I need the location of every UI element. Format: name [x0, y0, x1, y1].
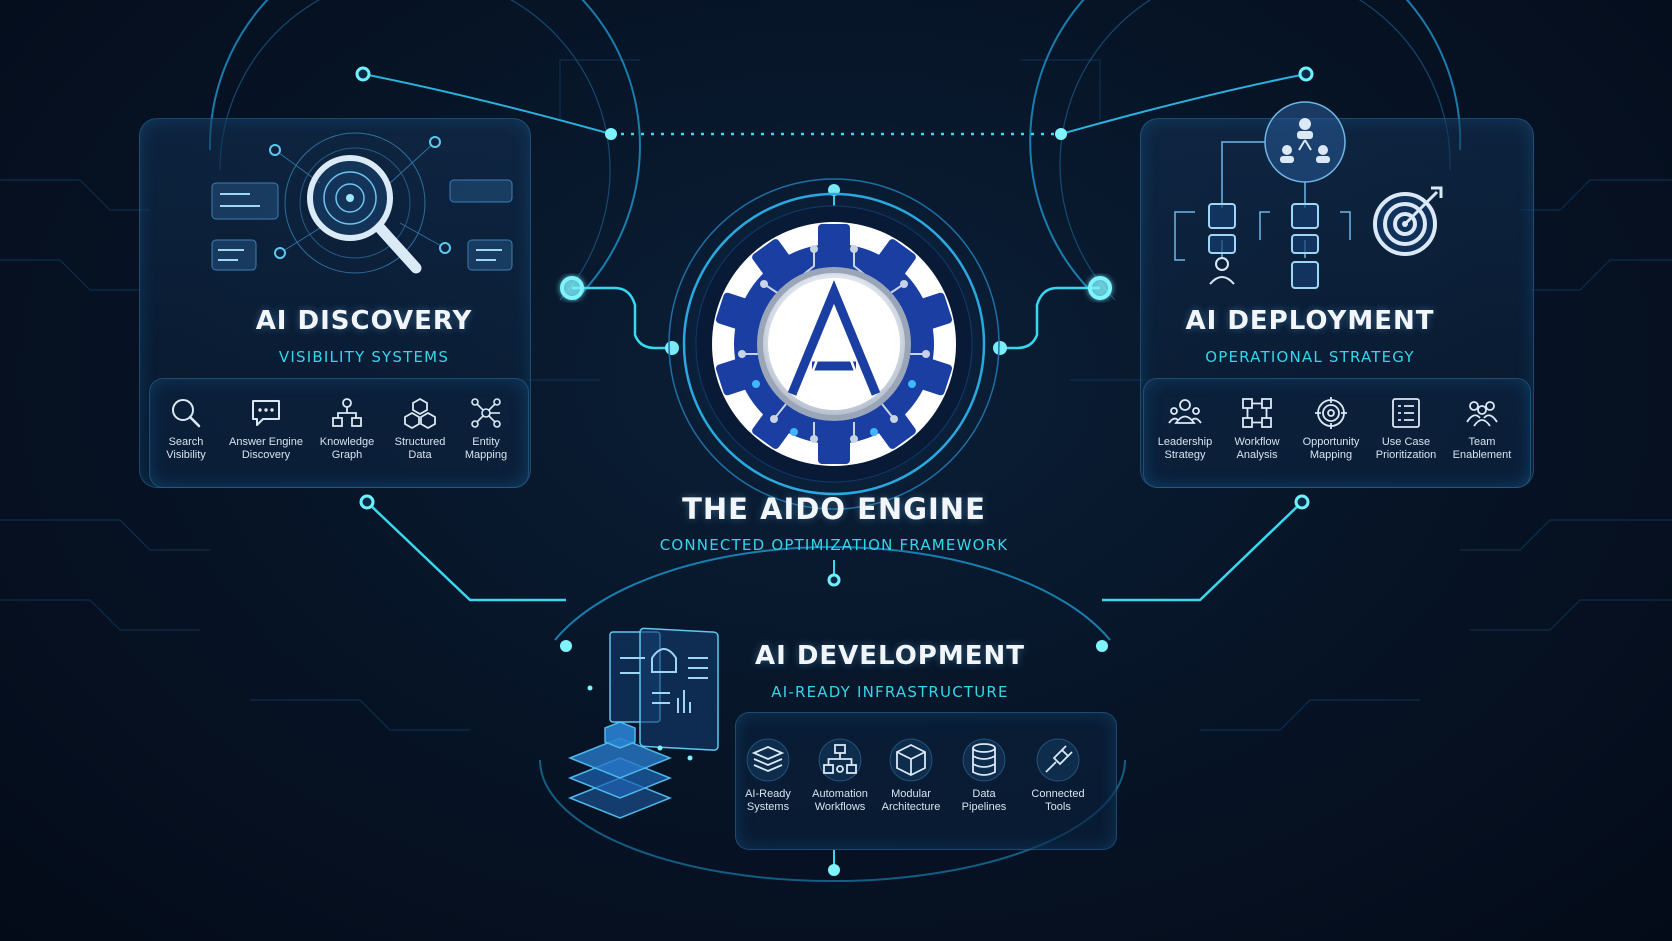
- item-label-line1: Opportunity: [1302, 436, 1360, 448]
- item-label-line1: Modular: [891, 788, 931, 800]
- discovery-subtitle: VISIBILITY SYSTEMS: [278, 348, 450, 366]
- item-label-line1: Automation: [812, 788, 868, 800]
- item-label-line1: Knowledge: [319, 436, 375, 448]
- checklist-icon: [1392, 398, 1420, 428]
- item-label-line2: Graph: [331, 449, 363, 461]
- people-icon: [1168, 399, 1202, 424]
- item-label-line2: Systems: [746, 801, 790, 813]
- item-label-line2: Enablement: [1452, 449, 1512, 461]
- development-title: AI DEVELOPMENT: [754, 641, 1025, 671]
- cubes-icon: [404, 397, 436, 430]
- item-label-line1: Leadership: [1157, 436, 1213, 448]
- target-graphic: [1373, 186, 1443, 256]
- database-icon: [962, 738, 1006, 782]
- development-illustration: [567, 627, 719, 819]
- item-label-line1: Data: [972, 788, 996, 800]
- development-subtitle: AI-READY INFRASTRUCTURE: [771, 683, 1009, 701]
- item-label-line2: Mapping: [464, 449, 508, 461]
- cube-icon: [889, 738, 933, 782]
- engine-title: THE AIDO ENGINE: [682, 492, 986, 526]
- item-label-line2: Prioritization: [1375, 449, 1437, 461]
- item-label-line2: Workflows: [814, 801, 866, 813]
- chat-icon: [252, 400, 280, 426]
- item-label-line2: Discovery: [241, 449, 291, 461]
- team-icon: [1466, 401, 1498, 427]
- workflow-icon: [1242, 398, 1272, 428]
- item-label-line1: Entity: [472, 436, 500, 448]
- layers-icon: [746, 738, 790, 782]
- item-label-line1: Workflow: [1234, 436, 1280, 448]
- item-label-line2: Pipelines: [961, 801, 1007, 813]
- item-label-line2: Data: [408, 449, 432, 461]
- network-icon: [471, 398, 501, 428]
- item-label-line1: Team: [1468, 436, 1496, 448]
- item-label-line1: Search: [168, 436, 204, 448]
- development-items-panel: [735, 712, 1117, 850]
- plug-icon: [1036, 738, 1080, 782]
- deployment-subtitle: OPERATIONAL STRATEGY: [1205, 348, 1415, 366]
- deployment-title: AI DEPLOYMENT: [1185, 306, 1435, 336]
- engine-subtitle: CONNECTED OPTIMIZATION FRAMEWORK: [659, 536, 1009, 554]
- item-label-line1: Use Case: [1381, 436, 1431, 448]
- aido-gear-logo: [712, 222, 956, 466]
- item-label-line2: Analysis: [1236, 449, 1278, 461]
- item-label-line2: Tools: [1045, 801, 1071, 813]
- item-label-line2: Architecture: [881, 801, 941, 813]
- item-label-line1: Answer Engine: [229, 436, 303, 448]
- search-icon: [172, 399, 201, 428]
- deployment-items-panel: [1143, 378, 1531, 488]
- item-label-line1: AI-Ready: [745, 788, 791, 800]
- item-label-line2: Visibility: [166, 449, 206, 461]
- item-label-line1: Connected: [1031, 788, 1085, 800]
- item-label-line2: Strategy: [1164, 449, 1206, 461]
- automation-icon: [818, 738, 862, 782]
- item-label-line1: Structured: [394, 436, 446, 448]
- discovery-illustration: [211, 132, 513, 274]
- magnifier-icon: [307, 155, 422, 274]
- discovery-items-panel: [149, 378, 529, 488]
- item-label-line2: Mapping: [1309, 449, 1353, 461]
- target-icon: [1315, 397, 1347, 429]
- graph-icon: [332, 398, 362, 427]
- deployment-illustration: [1174, 101, 1443, 289]
- discovery-title: AI DISCOVERY: [255, 306, 473, 336]
